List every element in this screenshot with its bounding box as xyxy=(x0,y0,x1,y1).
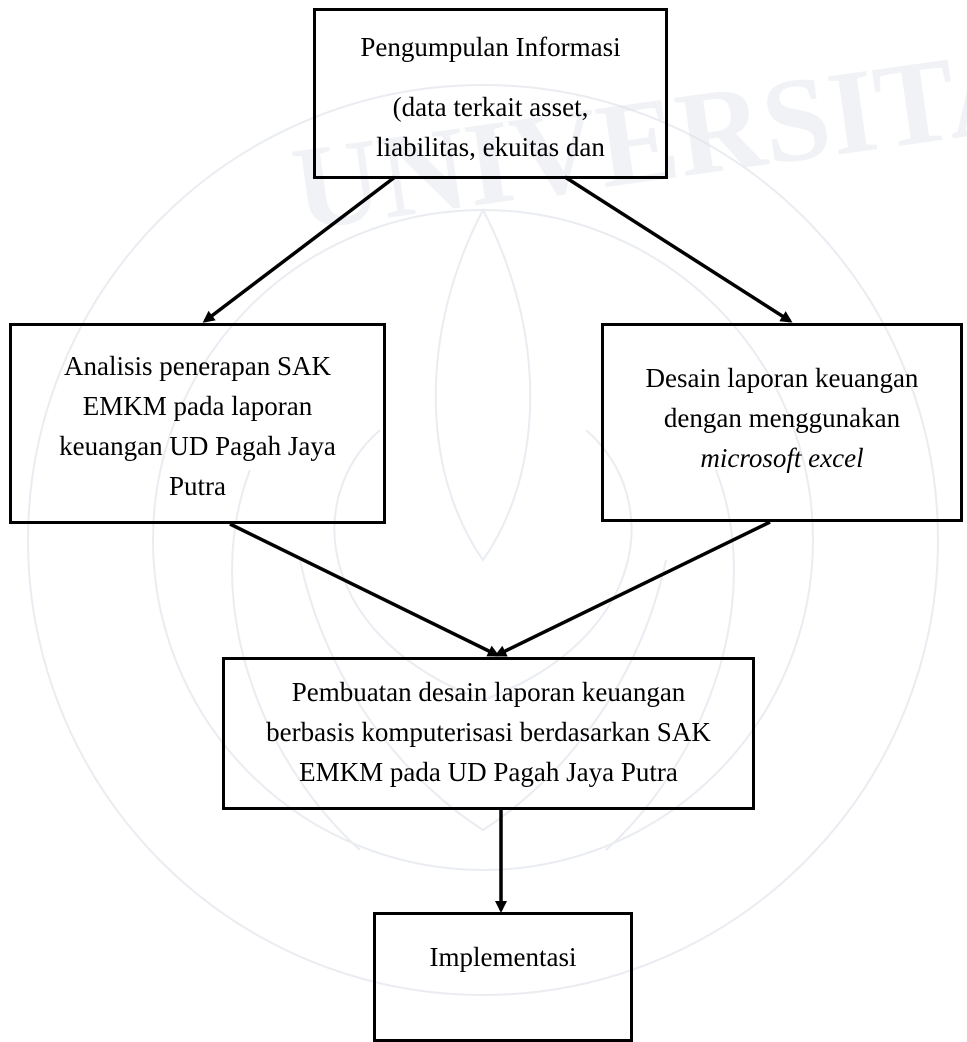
node-pembuatan-line-2: berbasis komputerisasi berdasarkan SAK xyxy=(266,716,711,747)
arrow-info-to-analisis xyxy=(202,175,397,323)
node-desain-line-1: Desain laporan keuangan xyxy=(645,362,919,393)
node-analisis-line-2: EMKM pada laporan xyxy=(82,391,313,421)
node-analisis-line-3: keuangan UD Pagah Jaya xyxy=(59,431,336,461)
arrow-info-to-desain xyxy=(564,175,793,323)
node-implementasi: Implementasi xyxy=(373,912,633,1042)
node-pembuatan-desain: Pembuatan desain laporan keuangan berbas… xyxy=(222,657,755,810)
node-info-line-2: liabilitas, ekuitas dan xyxy=(376,132,605,162)
node-analisis-line-1: Analisis penerapan SAK xyxy=(64,351,331,381)
node-pembuatan-line-1: Pembuatan desain laporan keuangan xyxy=(291,676,686,707)
arrow-desain-to-pembuatan xyxy=(494,520,771,657)
node-implementasi-label: Implementasi xyxy=(429,942,577,972)
node-desain-italic-line: microsoft excel xyxy=(700,442,864,473)
node-desain-laporan: Desain laporan keuangan dengan menggunak… xyxy=(601,323,963,522)
node-analisis-line-4: Putra xyxy=(169,471,226,501)
node-info-title: Pengumpulan Informasi xyxy=(360,32,621,62)
node-info-line-1: (data terkait asset, xyxy=(392,92,589,122)
node-analisis-penerapan: Analisis penerapan SAK EMKM pada laporan… xyxy=(9,323,386,524)
flow-connectors xyxy=(202,175,793,913)
node-pengumpulan-informasi: Pengumpulan Informasi (data terkait asse… xyxy=(313,8,668,179)
node-pembuatan-line-3: EMKM pada UD Pagah Jaya Putra xyxy=(299,756,678,787)
node-desain-line-2: dengan menggunakan xyxy=(663,402,901,433)
arrow-analisis-to-pembuatan xyxy=(229,522,500,657)
